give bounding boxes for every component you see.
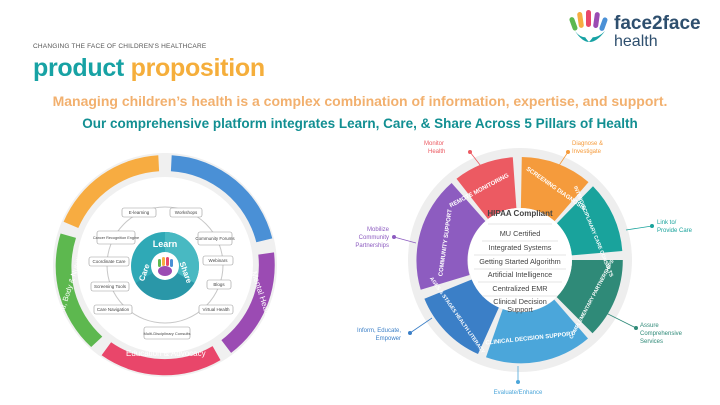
callout-provide-care: Provide Care [657,228,693,234]
feature-elearning: E-learning [129,210,150,215]
feature-webinars: Webinars [209,258,229,263]
hands-heart-icon [569,10,608,42]
callout-community: Community [359,235,389,241]
center-list: HIPAA Compliant MU Certified Integrated … [474,209,566,314]
segment-interdisciplinary[interactable] [556,186,623,256]
feature-virtual-health: Virtual Health [203,307,230,312]
callout-diagnose: Diagnose & [572,141,603,147]
feature-workshops: Workshops [175,210,198,215]
segment-screening-diagnosis[interactable] [520,157,589,222]
callout-link-to: Link to/ [657,220,677,226]
core-learn: Learn [153,239,178,249]
callout-assure: Assure [640,323,659,329]
center-item-algorithm: Getting Started Algorithm [479,257,561,266]
feature-blogs: Blogs [213,282,225,287]
center-item-mu: MU Certified [500,229,541,238]
title-product: product [33,54,124,82]
callout-empower: Empower [376,336,401,342]
svg-text:Development: Development [198,127,242,164]
center-item-integrated: Integrated Systems [489,243,552,252]
feature-nodes: E-learning Workshops Community Forums We… [88,207,235,340]
subtitle-secondary: Our comprehensive platform integrates Le… [82,116,638,131]
center-item-emr: Centralized EMR [492,284,547,293]
segment-ages-stages[interactable] [424,279,499,355]
brand-name: face2face [614,13,701,34]
tagline: CHANGING THE FACE OF CHILDREN'S HEALTHCA… [33,43,207,50]
core-circle: Learn Share Care [131,232,199,300]
callout-inform: Inform, Educate, [357,328,401,334]
segment-community-support[interactable] [416,183,486,290]
callout-monitor-health: Monitor [424,141,444,147]
center-item-ai: Artificial Intelligence [488,270,553,279]
callout-investigate: Investigate [572,149,602,155]
feature-community-forums: Community Forums [195,236,235,241]
feature-multidisciplinary: Multi-Disciplinary Consults [144,331,191,336]
pillar-education-advocacy [101,342,221,376]
segment-remote-monitoring[interactable] [456,157,517,219]
left-diagram: General Health Development Mental Health… [53,127,277,377]
callout-monitor-health-2: Health [428,149,445,155]
segment-complementary[interactable] [556,260,623,334]
feature-screening-tools: Screening Tools [94,284,127,289]
segment-clinical-decision[interactable] [486,299,588,364]
feature-care-navigation: Care Navigation [97,307,130,312]
pillar-label-education: Education & Advocacy [126,349,206,358]
callout-comprehensive: Comprehensive [640,331,683,337]
center-item-hipaa: HIPAA Compliant [487,209,553,218]
pillar-mind-body-nutrition [55,233,103,347]
page-title: product proposition [33,54,265,83]
feature-cancer-recognition: Cancer Recognition Engine [93,236,139,240]
handprint-icon [158,257,173,276]
pillar-label-development: Development [198,127,242,164]
callout-services: Services [640,339,663,345]
title-proposition: proposition [130,54,265,82]
center-item-support: Support [507,305,533,314]
callout-partnerships: Partnerships [355,243,389,249]
brand-logo[interactable]: face2face health [567,9,707,53]
callout-mobilize: Mobilize [367,227,390,233]
center-item-cds: Clinical Decision [493,297,547,306]
pillar-mental-health [221,252,275,353]
subtitle-primary: Managing children’s health is a complex … [52,93,668,109]
brand-subname: health [614,33,658,50]
feature-coordinate-care: Coordinate Care [92,259,126,264]
pillar-general-health [63,155,160,228]
right-diagram: REMOTE MONITORING SCREENING DIAGNOSIS IN… [355,141,692,396]
pillar-development [170,155,273,243]
callout-evaluate: Evaluate/Enhance [494,390,543,396]
